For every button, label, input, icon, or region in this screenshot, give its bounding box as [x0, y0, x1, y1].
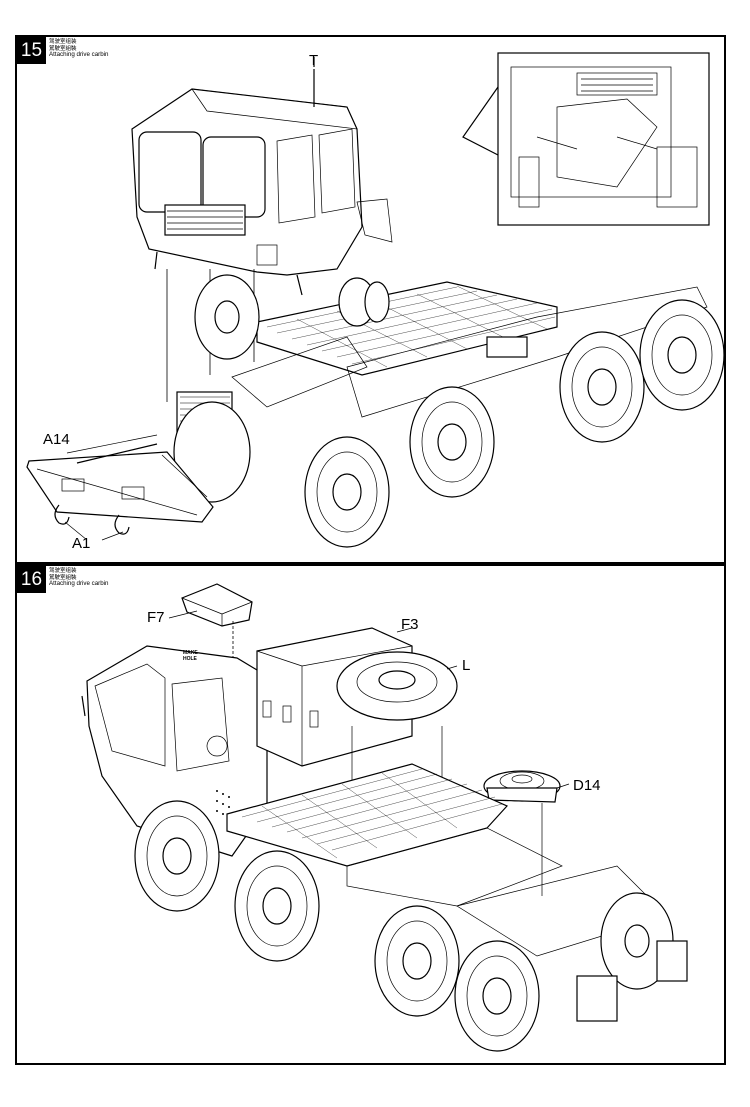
- label-A1: A1: [72, 535, 91, 552]
- step-15-panel: 15 驾驶室组装 駕駛室組裝 Attaching drive carbin: [15, 35, 726, 564]
- tow-hooks-part-A1: [54, 504, 130, 541]
- caption-english: Attaching drive carbin: [49, 51, 109, 59]
- fifth-wheel-part-D14: [483, 770, 561, 896]
- caption-english: Attaching drive carbin: [49, 580, 109, 588]
- wheels: [134, 800, 688, 1052]
- cab-part-T: [131, 88, 393, 296]
- deck-plate: [226, 763, 668, 957]
- spare-wheel-part-L: [336, 651, 458, 846]
- step-16-illustration: [81, 583, 688, 1052]
- label-F3: F3: [401, 616, 419, 633]
- make-hole-line1: MAKE: [183, 650, 198, 656]
- step-number: 16: [17, 566, 46, 593]
- step-16-panel: 16 驾驶室组装 駕駛室組裝 Attaching drive carbin: [15, 564, 726, 1065]
- step-15-illustration: [26, 52, 724, 548]
- step-number: 15: [17, 37, 46, 64]
- step-caption: 驾驶室组装 駕駛室組裝 Attaching drive carbin: [49, 568, 109, 588]
- make-hole-note: MAKE HOLE: [183, 650, 198, 662]
- step-caption: 驾驶室组装 駕駛室組裝 Attaching drive carbin: [49, 39, 109, 59]
- make-hole-line2: HOLE: [183, 656, 197, 662]
- chassis: [176, 277, 708, 453]
- label-T: T: [309, 52, 319, 69]
- label-L: L: [462, 657, 471, 674]
- roof-box-part-F7: [181, 583, 253, 666]
- bumper-part-A14: [26, 443, 214, 523]
- caption-chinese-simplified: 驾驶室组装: [49, 568, 77, 574]
- label-D14: D14: [573, 777, 601, 794]
- label-F7: F7: [147, 609, 165, 626]
- wheels: [173, 274, 724, 548]
- caption-chinese-traditional: 駕駛室組裝: [49, 574, 77, 581]
- detail-inset: [462, 52, 710, 226]
- label-A14: A14: [43, 431, 70, 448]
- caption-chinese-traditional: 駕駛室組裝: [49, 45, 77, 52]
- caption-chinese-simplified: 驾驶室组装: [49, 39, 77, 45]
